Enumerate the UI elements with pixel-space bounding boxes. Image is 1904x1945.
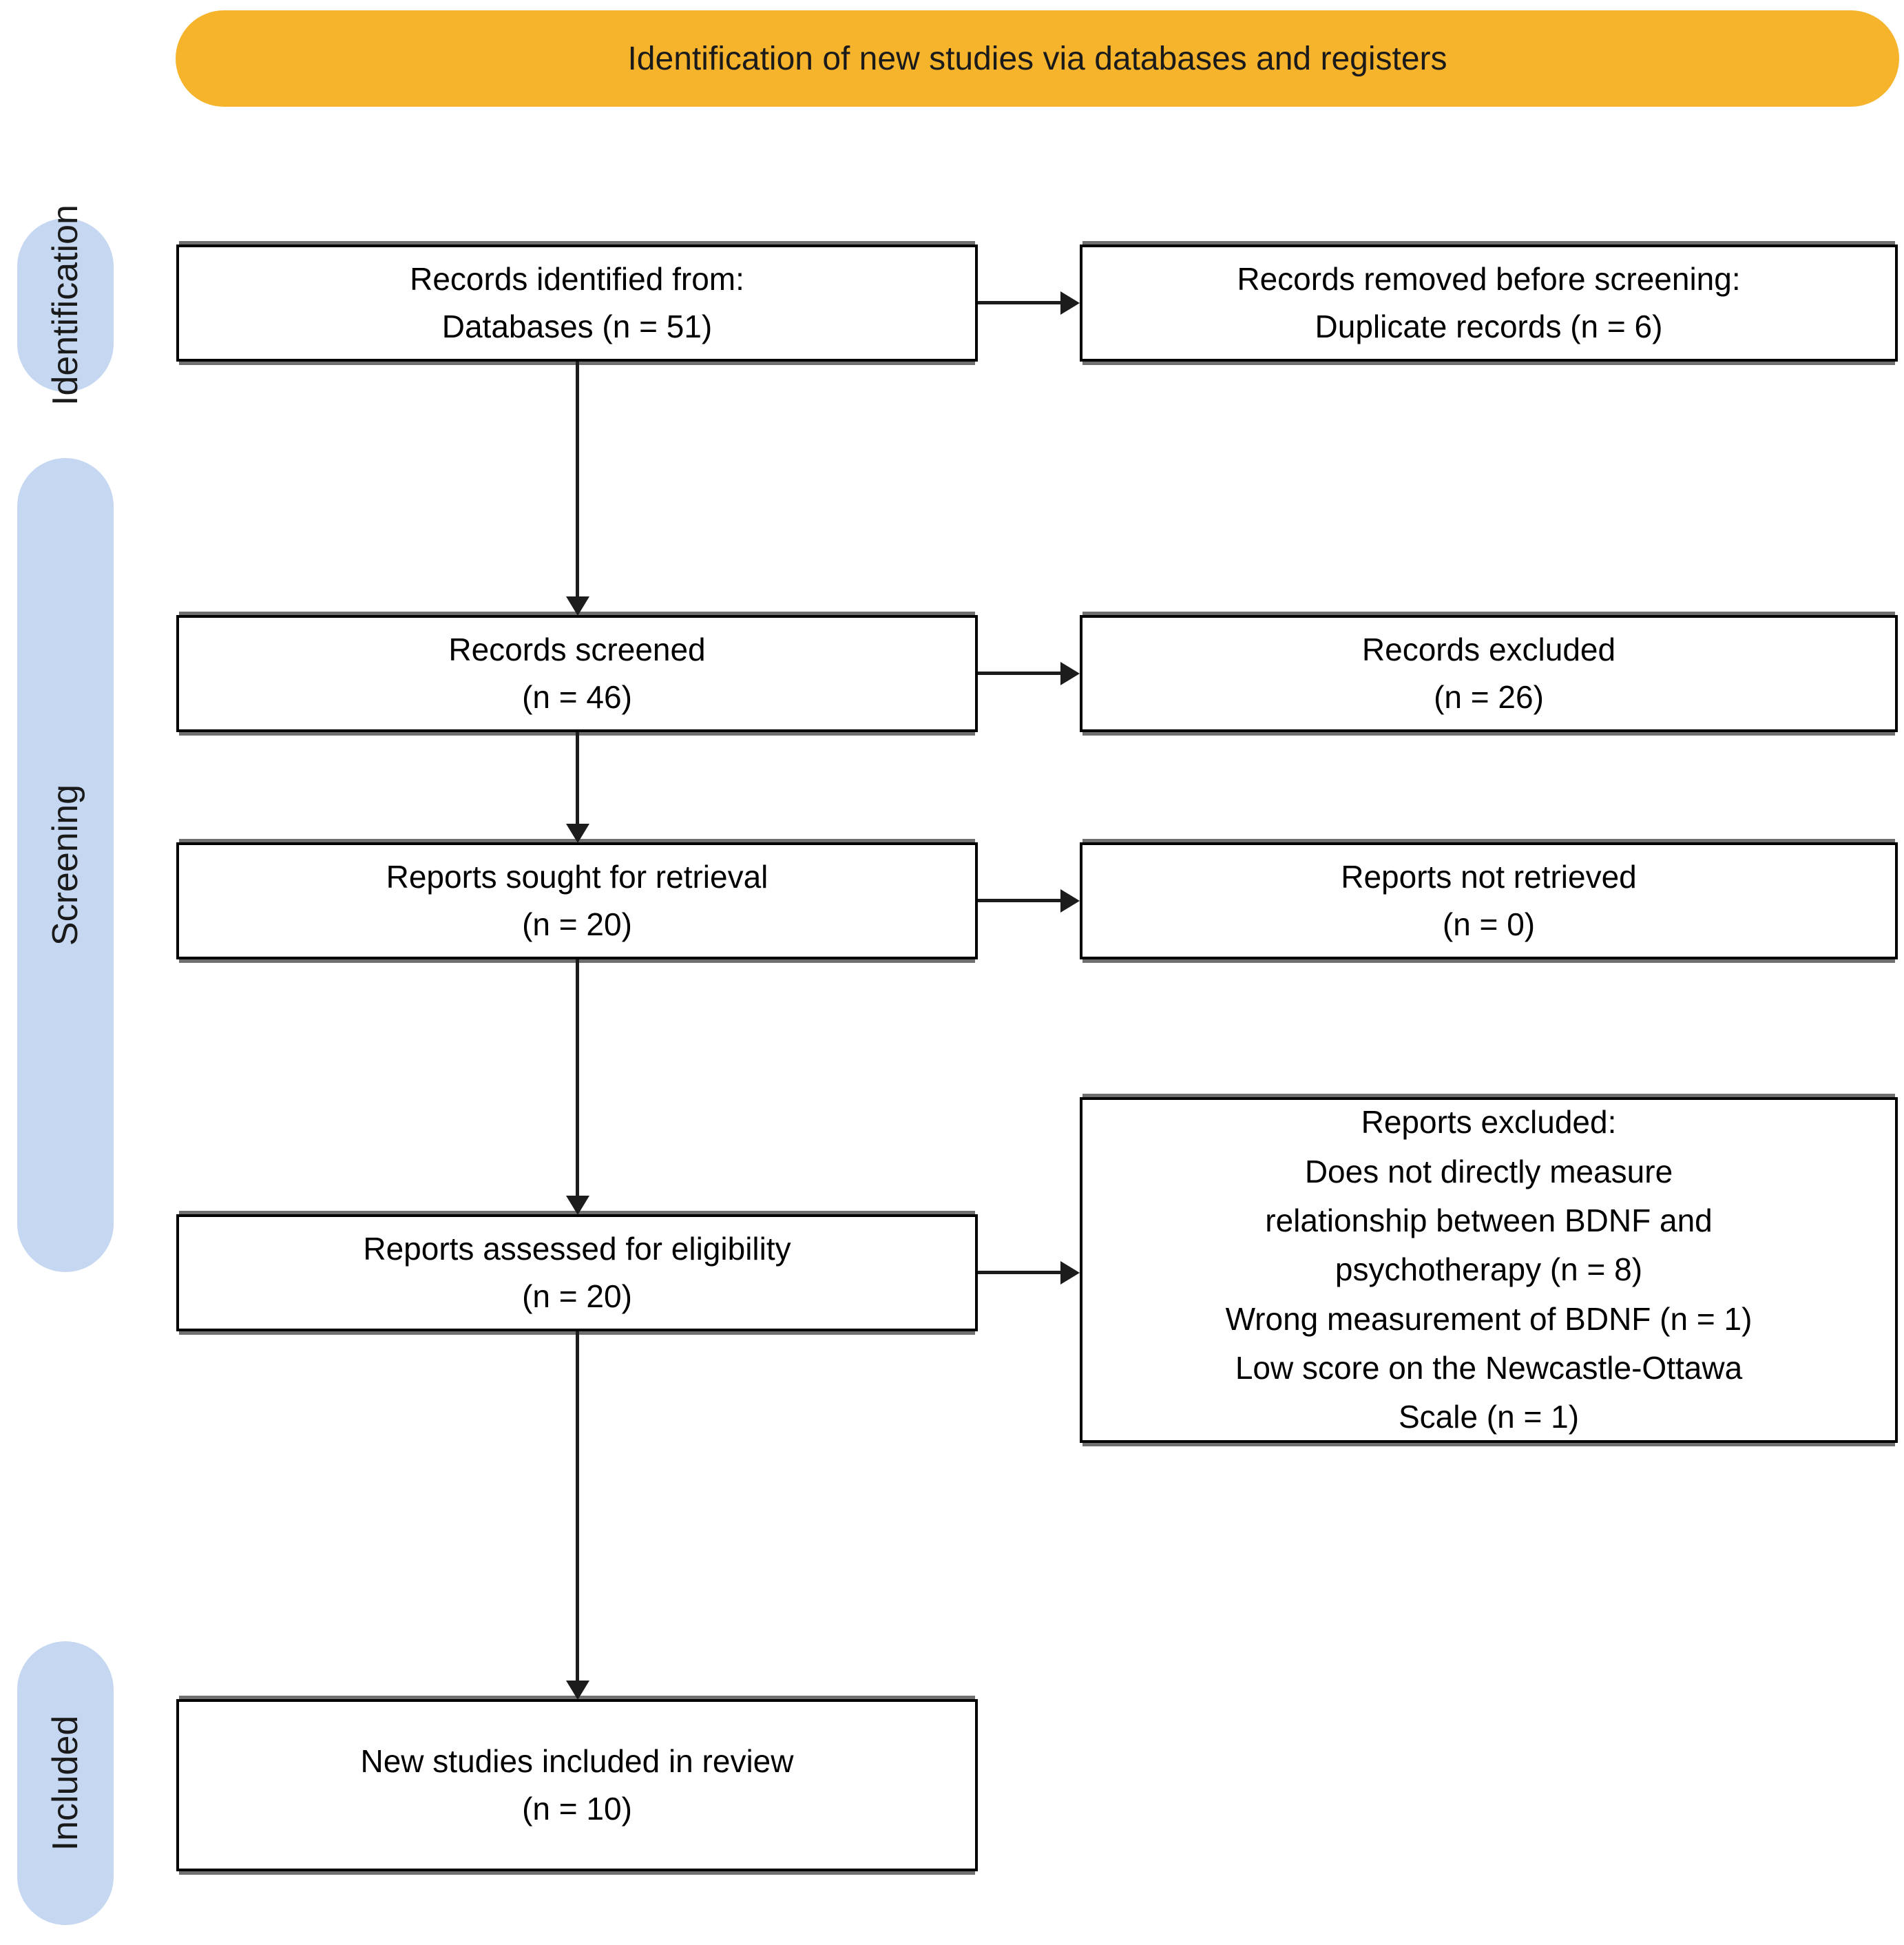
box-new-studies-included-text: New studies included in review (n = 10) [360, 1743, 794, 1827]
arrow-line [978, 301, 1062, 304]
box-new-studies-included: New studies included in review (n = 10) [176, 1699, 978, 1871]
arrowhead-right-icon [1060, 889, 1080, 913]
arrow-line [576, 362, 579, 597]
diagram-title: Identification of new studies via databa… [627, 40, 1447, 77]
stage-label-screening: Screening [45, 784, 85, 946]
diagram-title-banner: Identification of new studies via databa… [176, 10, 1899, 107]
box-reports-assessed: Reports assessed for eligibility (n = 20… [176, 1214, 978, 1331]
box-records-removed: Records removed before screening: Duplic… [1080, 245, 1898, 362]
arrow-line [978, 899, 1062, 902]
box-records-screened: Records screened (n = 46) [176, 615, 978, 732]
box-reports-sought-text: Reports sought for retrieval (n = 20) [386, 859, 768, 942]
stage-pill-included: Included [17, 1641, 114, 1925]
arrowhead-right-icon [1060, 291, 1080, 315]
arrowhead-down-icon [566, 824, 589, 843]
box-reports-not-retrieved-text: Reports not retrieved (n = 0) [1341, 859, 1637, 942]
arrowhead-down-icon [566, 1196, 589, 1215]
box-records-identified-text: Records identified from: Databases (n = … [410, 261, 744, 344]
arrow-line [576, 732, 579, 824]
box-records-screened-text: Records screened (n = 46) [448, 632, 706, 715]
arrowhead-down-icon [566, 1681, 589, 1700]
box-reports-not-retrieved: Reports not retrieved (n = 0) [1080, 842, 1898, 959]
arrowhead-down-icon [566, 596, 589, 616]
stage-pill-screening: Screening [17, 458, 114, 1272]
arrow-line [978, 672, 1062, 675]
box-reports-sought: Reports sought for retrieval (n = 20) [176, 842, 978, 959]
arrow-line [576, 959, 579, 1196]
stage-pill-identification: Identification [17, 205, 114, 406]
box-records-removed-text: Records removed before screening: Duplic… [1237, 261, 1741, 344]
arrowhead-right-icon [1060, 662, 1080, 685]
box-records-excluded-text: Records excluded (n = 26) [1361, 632, 1616, 715]
box-records-identified: Records identified from: Databases (n = … [176, 245, 978, 362]
box-reports-assessed-text: Reports assessed for eligibility (n = 20… [363, 1231, 791, 1314]
arrow-line [576, 1331, 579, 1681]
arrowhead-right-icon [1060, 1261, 1080, 1284]
stage-label-included: Included [45, 1715, 85, 1851]
box-records-excluded: Records excluded (n = 26) [1080, 615, 1898, 732]
box-reports-excluded: Reports excluded: Does not directly meas… [1080, 1097, 1898, 1443]
box-reports-excluded-text: Reports excluded: Does not directly meas… [1225, 1104, 1753, 1435]
stage-label-identification: Identification [45, 205, 85, 406]
arrow-line [978, 1271, 1062, 1274]
